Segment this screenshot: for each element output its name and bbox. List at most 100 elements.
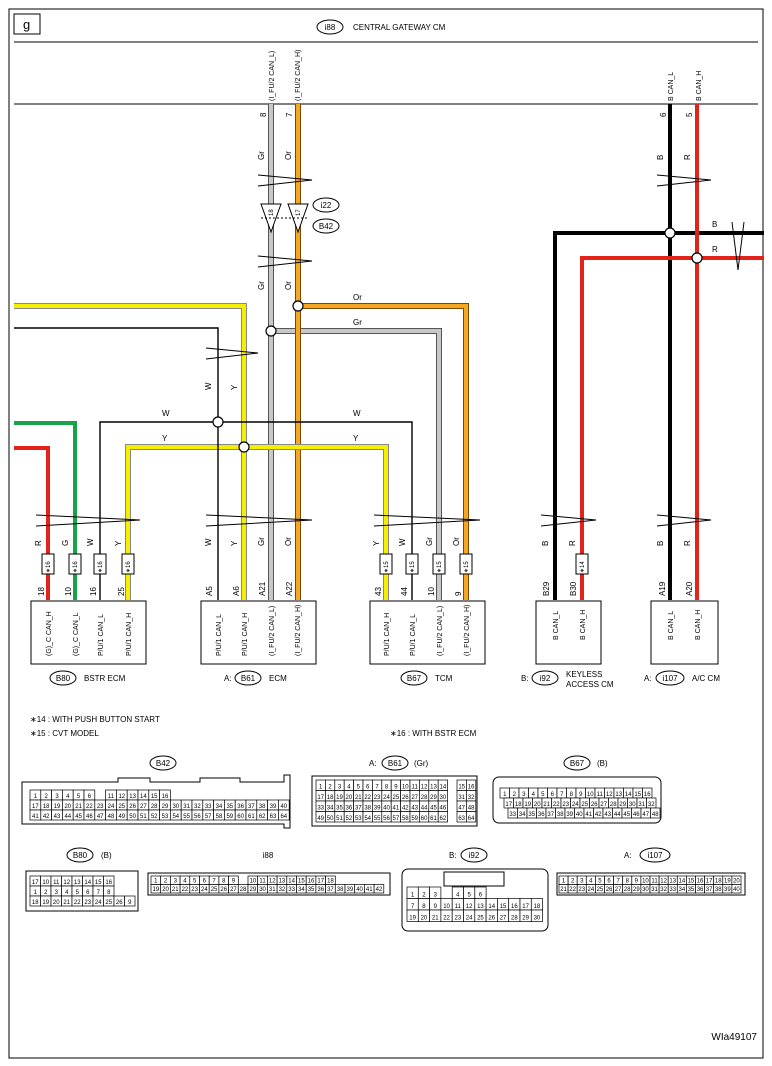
pin-number: 21 <box>172 887 179 893</box>
gateway-conn-oval <box>316 19 344 35</box>
pin-number: 14 <box>84 880 91 886</box>
svg-text:P/U/1 CAN_L: P/U/1 CAN_L <box>98 614 105 656</box>
pin-number: 5 <box>541 792 545 798</box>
pin-number: 1 <box>319 785 323 791</box>
module-name-b80: BSTR ECM <box>84 674 126 683</box>
pin-number: 35 <box>308 887 315 893</box>
gateway-conn: i88 <box>325 23 336 32</box>
wire-green <box>14 421 77 600</box>
pin-cell <box>650 807 661 819</box>
module-box-b61 <box>200 600 317 665</box>
pin-number: 34 <box>298 887 305 893</box>
pin-number: 1 <box>154 879 158 885</box>
pin-number: 1 <box>503 792 507 798</box>
pin-number: 7 <box>411 904 415 910</box>
pin-number: 23 <box>374 795 381 801</box>
pin-number: 8 <box>422 904 426 910</box>
pin-number: 11 <box>108 794 115 800</box>
pin-number: 6 <box>88 794 92 800</box>
inline-conn-bottom: B42 <box>319 222 334 231</box>
mark-i92: ∗14 <box>575 553 589 575</box>
gw-pin-8: 8 <box>259 112 268 117</box>
svg-text:(I_FU/2 CAN_L): (I_FU/2 CAN_L) <box>269 606 276 656</box>
pin-number: 16 <box>644 792 651 798</box>
pin-number: 30 <box>440 795 447 801</box>
pin-cell <box>373 884 385 894</box>
pin-number: 53 <box>355 816 362 822</box>
pin-number: 43 <box>411 806 418 812</box>
pin-number: 22 <box>553 802 560 808</box>
pin-number: 17 <box>706 879 713 885</box>
svg-text:B CAN_H: B CAN_H <box>580 610 587 640</box>
pin-number: 6 <box>551 792 555 798</box>
pin-number: 57 <box>393 816 400 822</box>
pin-number: 58 <box>402 816 409 822</box>
pin-number: 63 <box>458 816 465 822</box>
pin-number: 32 <box>660 887 667 893</box>
pin-number: 29 <box>430 795 437 801</box>
pin-number: 9 <box>434 904 438 910</box>
color-r-2: R <box>712 245 718 254</box>
pin-number: 28 <box>421 795 428 801</box>
pin-number: 44 <box>421 806 428 812</box>
pin-number: 22 <box>182 887 189 893</box>
pin-number: 18 <box>327 879 334 885</box>
pin-number: 19 <box>42 900 49 906</box>
pin-number: 27 <box>500 916 507 922</box>
pin-number: 31 <box>183 804 190 810</box>
pin-number: 40 <box>280 804 287 810</box>
pin-number: 58 <box>216 814 223 820</box>
svg-text:(Gr): (Gr) <box>414 759 429 768</box>
svg-text:A:: A: <box>624 851 632 860</box>
pin-number: 22 <box>364 795 371 801</box>
pin-number: 28 <box>511 916 518 922</box>
pin-number: 14 <box>288 879 295 885</box>
pin-cell <box>731 884 742 894</box>
pin-number: 48 <box>108 814 115 820</box>
module-name2-i92: ACCESS CM <box>566 680 614 689</box>
pin-number: 2 <box>422 893 426 899</box>
pin-cell <box>124 895 136 907</box>
gw-pin-6: 6 <box>659 112 668 117</box>
svg-text:B CAN_L: B CAN_L <box>553 611 560 640</box>
pin-number: 24 <box>108 804 115 810</box>
pin-number: 34 <box>679 887 686 893</box>
frame <box>8 8 764 1059</box>
pin-number: 5 <box>76 890 80 896</box>
svg-text:44: 44 <box>400 587 409 596</box>
pin-number: 16 <box>162 794 169 800</box>
pin-number: 29 <box>619 802 626 808</box>
svg-text:A:: A: <box>224 674 232 683</box>
svg-text:∗16: ∗16 <box>126 561 132 573</box>
inline-conn-top: i22 <box>321 201 332 210</box>
gw-pin-5: 5 <box>685 112 694 117</box>
note-15: ∗15 : CVT MODEL <box>30 729 99 738</box>
svg-text:Y: Y <box>114 540 123 546</box>
pin-number: 26 <box>591 802 598 808</box>
pin-number: 16 <box>308 879 315 885</box>
pin-number: 11 <box>259 879 266 885</box>
pin-number: 29 <box>522 916 529 922</box>
face-label-b42: B42 <box>156 759 171 768</box>
color-b-1: B <box>656 155 665 160</box>
pin-number: 64 <box>468 816 475 822</box>
color-gr-1: Gr <box>257 151 266 160</box>
svg-text:P/U/1 CAN_L: P/U/1 CAN_L <box>216 614 223 656</box>
splice-yellow <box>238 441 250 453</box>
pin-number: 6 <box>203 879 207 885</box>
svg-text:(G)_C CAN_H: (G)_C CAN_H <box>46 611 53 656</box>
pin-number: 10 <box>642 879 649 885</box>
pin-number: 22 <box>74 900 81 906</box>
pin-number: 62 <box>440 816 447 822</box>
pin-number: 11 <box>53 880 60 886</box>
svg-text:P/U/1 CAN_H: P/U/1 CAN_H <box>242 613 249 656</box>
svg-text:B:: B: <box>521 674 529 683</box>
gw-signal-7: (I_FU/2 CAN_H) <box>295 50 302 101</box>
pin-number: 53 <box>162 814 169 820</box>
module-conn-b67: B67 <box>407 674 422 683</box>
note-16: ∗16 : WITH BSTR ECM <box>390 729 477 738</box>
pin-number: 19 <box>336 795 343 801</box>
mark-b67-2: ∗15 <box>405 553 419 575</box>
pin-number: 22 <box>86 804 93 810</box>
pin-number: 47 <box>97 814 104 820</box>
